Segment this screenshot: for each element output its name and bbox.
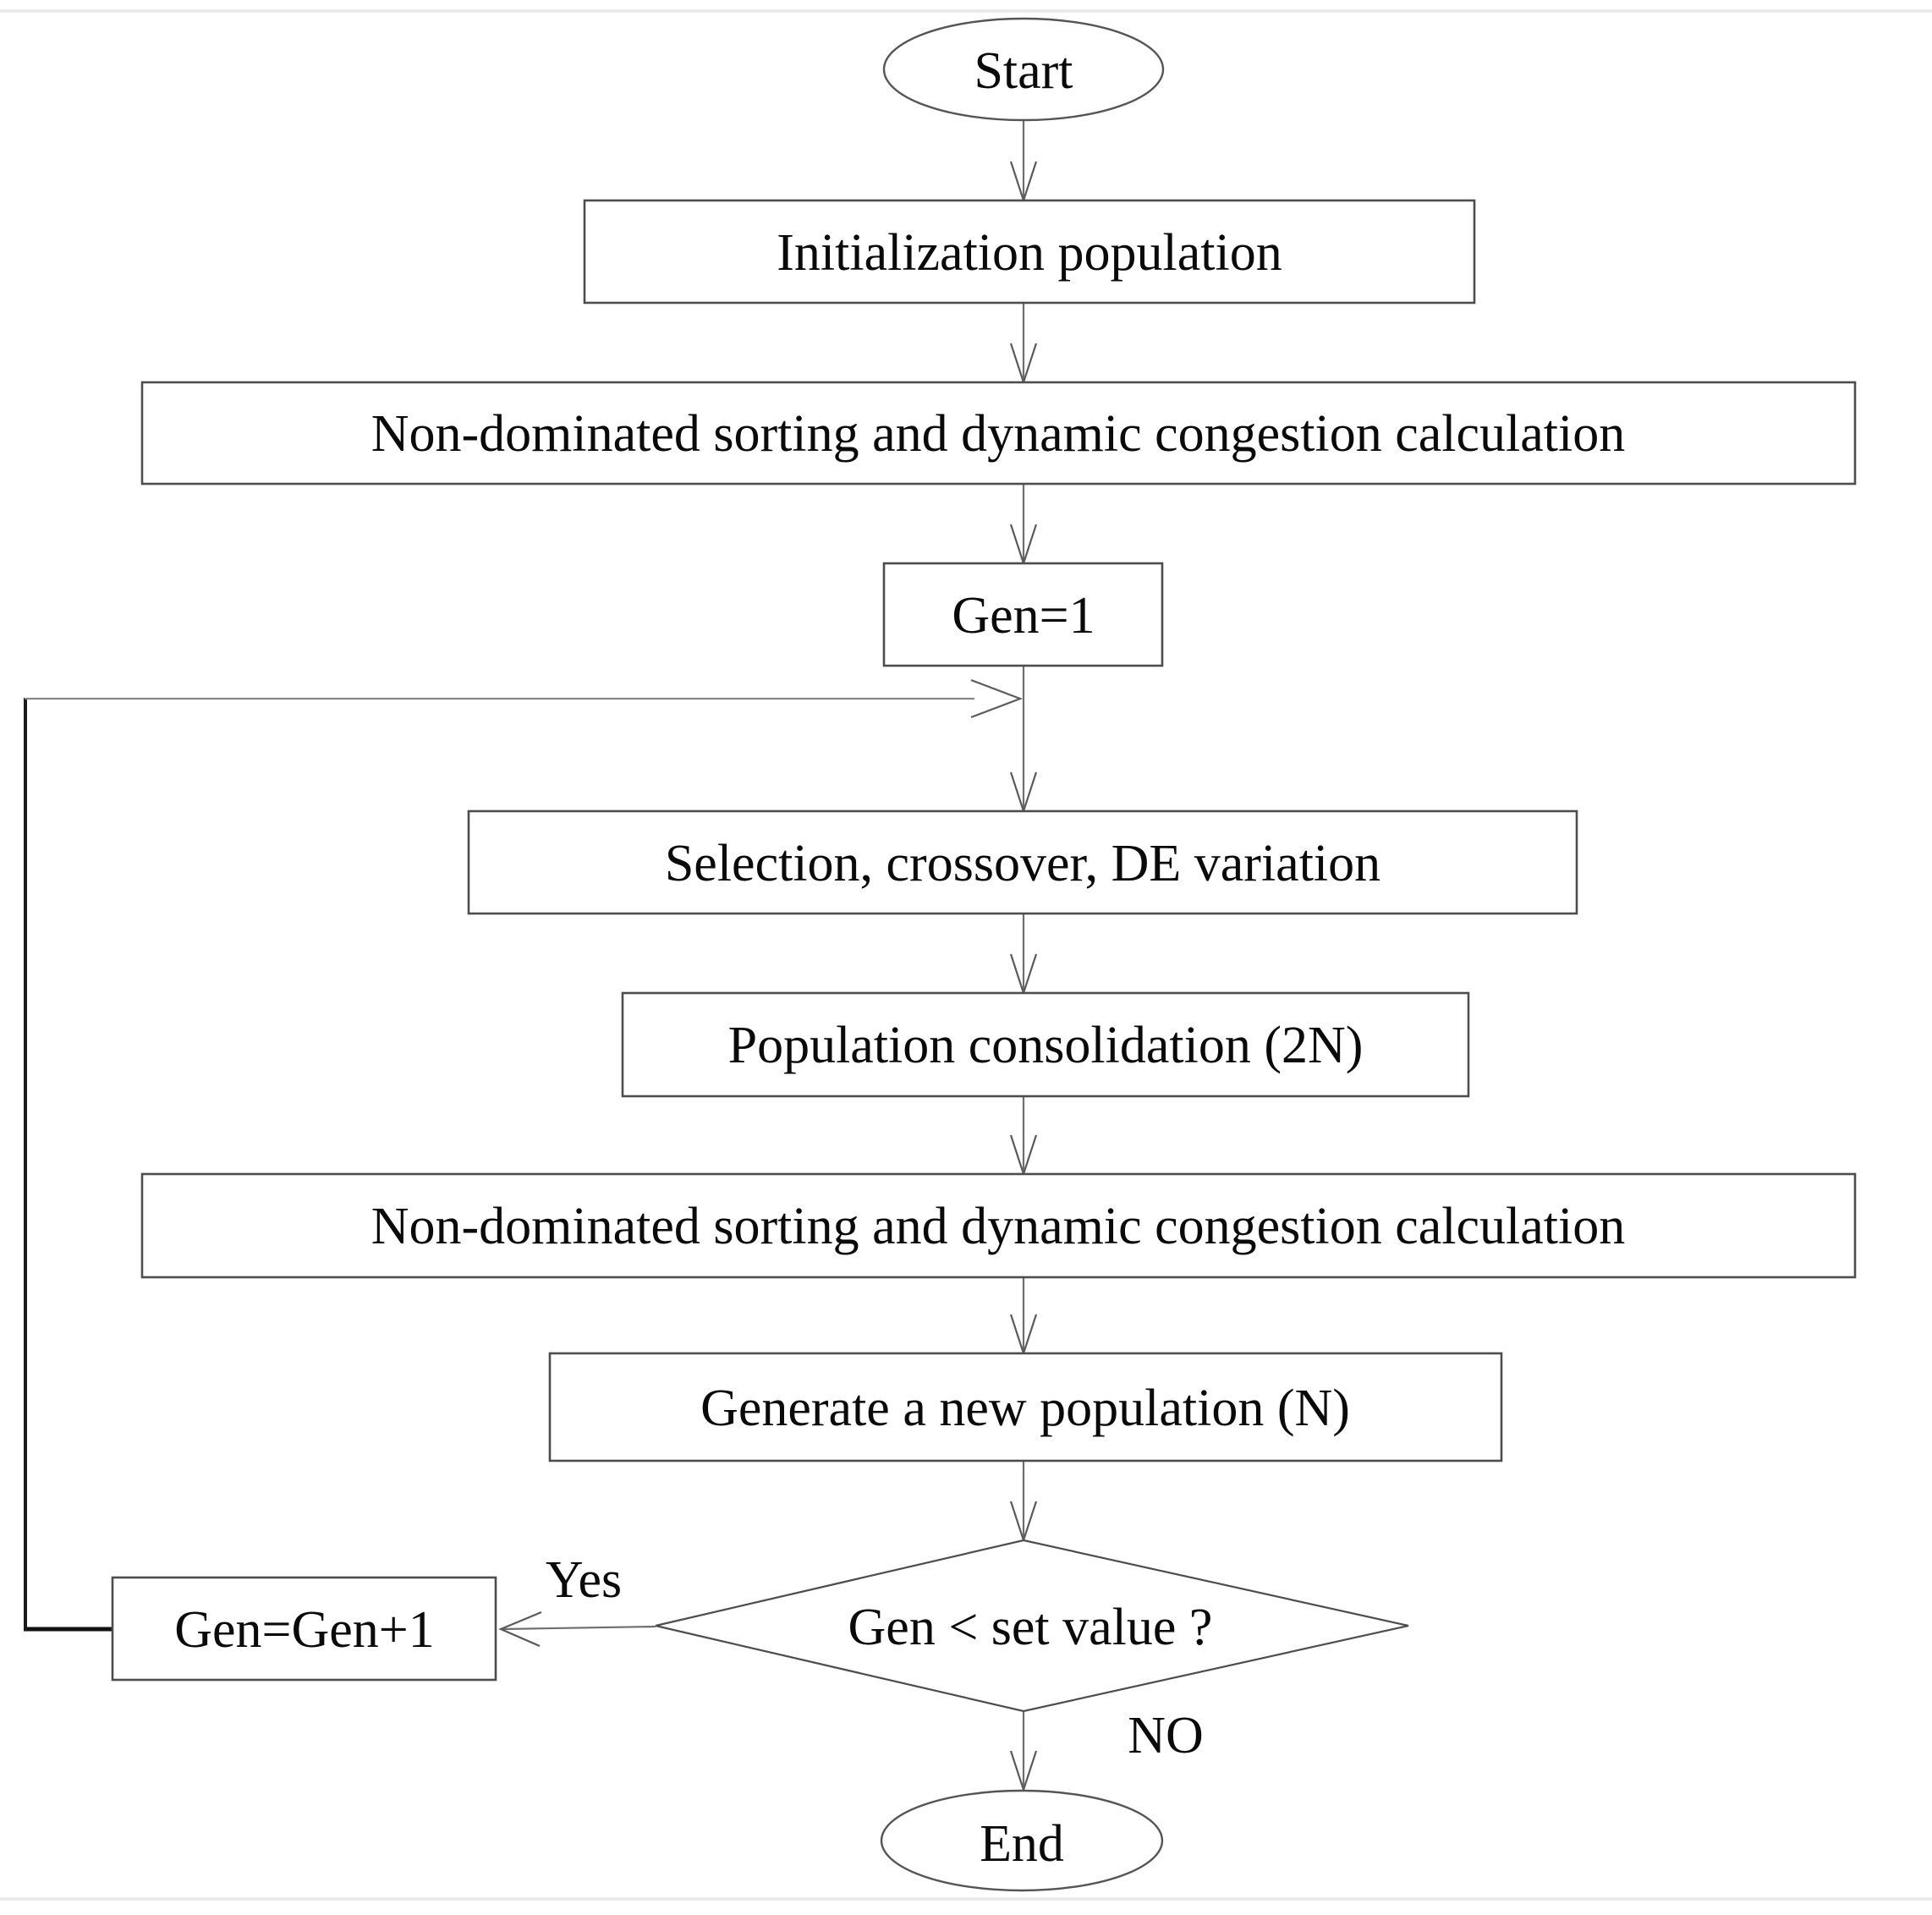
- arrow-gen-to-selection: [1009, 666, 1038, 815]
- gen-init-label: Gen=1: [952, 587, 1095, 645]
- gen-increment-label: Gen=Gen+1: [174, 1601, 435, 1659]
- arrow-sort1-to-gen: [1009, 484, 1038, 567]
- node-nondominated-sort-2: Non-dominated sorting and dynamic conges…: [140, 1172, 1857, 1279]
- node-gen-increment: Gen=Gen+1: [111, 1576, 497, 1682]
- selection-crossover-label: Selection, crossover, DE variation: [665, 835, 1380, 892]
- nondominated-sort-2-label: Non-dominated sorting and dynamic conges…: [371, 1198, 1625, 1255]
- node-start: Start: [882, 17, 1165, 122]
- process-box: [111, 1576, 497, 1682]
- process-box: [882, 562, 1164, 667]
- node-end: End: [880, 1789, 1164, 1892]
- process-box: [548, 1352, 1503, 1462]
- population-consolidation-label: Population consolidation (2N): [728, 1017, 1364, 1074]
- arrow-decision-to-end: [1009, 1711, 1038, 1793]
- end-ellipse: [880, 1789, 1164, 1892]
- node-decision: Gen < set value ?: [655, 1539, 1409, 1713]
- loop-back-edge: [24, 678, 1024, 1632]
- arrowhead-left-icon: [498, 1610, 542, 1648]
- no-branch-label: NO: [1128, 1707, 1204, 1764]
- node-population-consolidation: Population consolidation (2N): [621, 991, 1470, 1098]
- arrow-start-to-init: [1009, 120, 1038, 204]
- start-ellipse: [882, 17, 1165, 122]
- arrow-sort2-to-generate: [1009, 1277, 1038, 1357]
- process-box: [140, 381, 1857, 486]
- process-box: [621, 991, 1470, 1098]
- arrow-selection-to-consolidation: [1009, 914, 1038, 996]
- nondominated-sort-1-label: Non-dominated sorting and dynamic conges…: [371, 405, 1625, 463]
- decision-label: Gen < set value ?: [848, 1599, 1213, 1656]
- generate-new-population-label: Generate a new population (N): [700, 1380, 1350, 1437]
- node-generate-new-population: Generate a new population (N): [548, 1352, 1503, 1462]
- node-selection-crossover: Selection, crossover, DE variation: [467, 809, 1578, 915]
- start-label: Start: [974, 42, 1073, 100]
- arrow-generate-to-decision: [1009, 1461, 1038, 1544]
- arrow-decision-to-increment: [498, 1610, 656, 1648]
- process-box: [140, 1172, 1857, 1279]
- node-init-population: Initialization population: [583, 199, 1476, 305]
- node-gen-init: Gen=1: [882, 562, 1164, 667]
- process-box: [467, 809, 1578, 915]
- decision-diamond: [655, 1539, 1409, 1713]
- end-label: End: [980, 1815, 1064, 1873]
- process-box: [583, 199, 1476, 305]
- init-population-label: Initialization population: [777, 224, 1282, 282]
- arrow-consolidation-to-sort2: [1009, 1096, 1038, 1177]
- arrow-init-to-sort1: [1009, 303, 1038, 386]
- node-nondominated-sort-1: Non-dominated sorting and dynamic conges…: [140, 381, 1857, 486]
- yes-branch-label: Yes: [546, 1551, 622, 1609]
- loop-merge-arrowhead: [970, 678, 1024, 719]
